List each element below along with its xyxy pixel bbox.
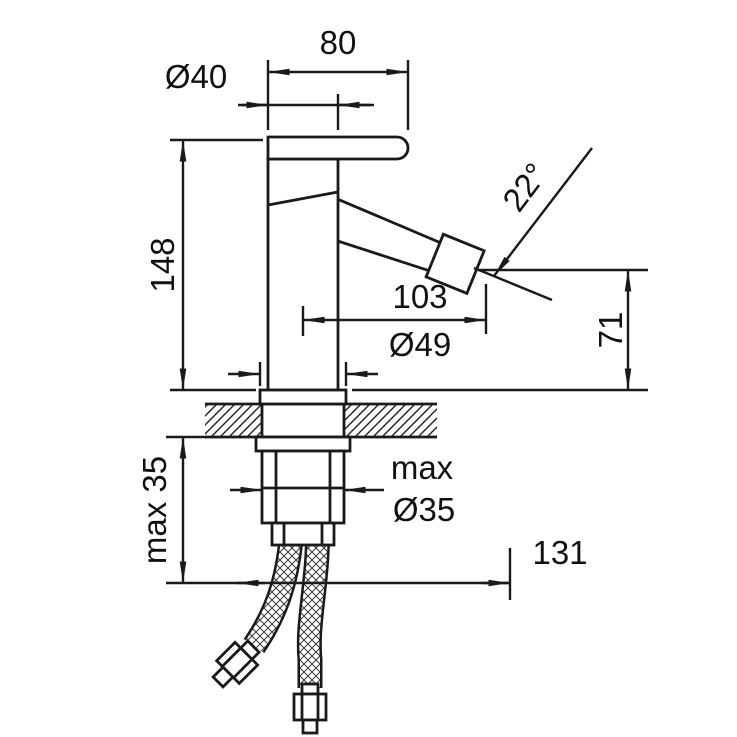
hose-connector-right (292, 682, 328, 735)
lever-handle (266, 135, 410, 161)
dimension-hole-diameter: max Ø35 (230, 449, 455, 528)
dim-label-103: 103 (392, 278, 447, 315)
base-flange (258, 388, 348, 406)
mounting-hardware (254, 435, 352, 547)
hose-connector-left-flat (232, 658, 253, 679)
hose-connector-right-nut (292, 692, 328, 722)
hose-connector-left-tip (211, 665, 235, 689)
cartridge-joint-line (267, 190, 339, 207)
spout (320, 196, 486, 296)
dimension-base-diameter: Ø49 (228, 326, 451, 386)
dimension-body-diameter: Ø40 (165, 58, 374, 130)
dimension-deck-thickness: max 35 (136, 435, 207, 583)
dim-label-d40: Ø40 (165, 58, 227, 95)
countertop-hatch-left (205, 404, 262, 437)
dimension-spout-height: 71 (352, 268, 648, 392)
countertop (205, 402, 437, 439)
dimension-spout-angle: 22° (473, 147, 593, 302)
mounting-washer (254, 435, 352, 453)
aerator (424, 232, 486, 296)
spout-tube (320, 196, 444, 273)
dim-label-max: max (391, 449, 454, 486)
hose-connector-left (211, 638, 262, 689)
dim-label-131: 131 (532, 534, 587, 571)
threaded-shank (270, 521, 336, 547)
hose-connector-left-flat (221, 647, 242, 668)
dim-label-71: 71 (592, 312, 629, 349)
countertop-hatch-right (344, 404, 437, 437)
dim-label-max35: max 35 (136, 456, 173, 564)
dim-label-d49: Ø49 (389, 326, 451, 363)
dim-label-d35: Ø35 (393, 491, 455, 528)
dimension-hose-offset: 131 (166, 534, 588, 600)
hose-connector-right-tip (301, 718, 319, 735)
faucet (258, 135, 486, 406)
dim-label-80: 80 (320, 24, 357, 61)
hose-connector-right-neck (300, 682, 320, 696)
dim-label-148: 148 (144, 237, 181, 292)
dimension-spout-reach: 103 (301, 278, 488, 336)
dimension-spout-width: 80 (266, 24, 410, 130)
dimension-body-height: 148 (144, 138, 263, 392)
